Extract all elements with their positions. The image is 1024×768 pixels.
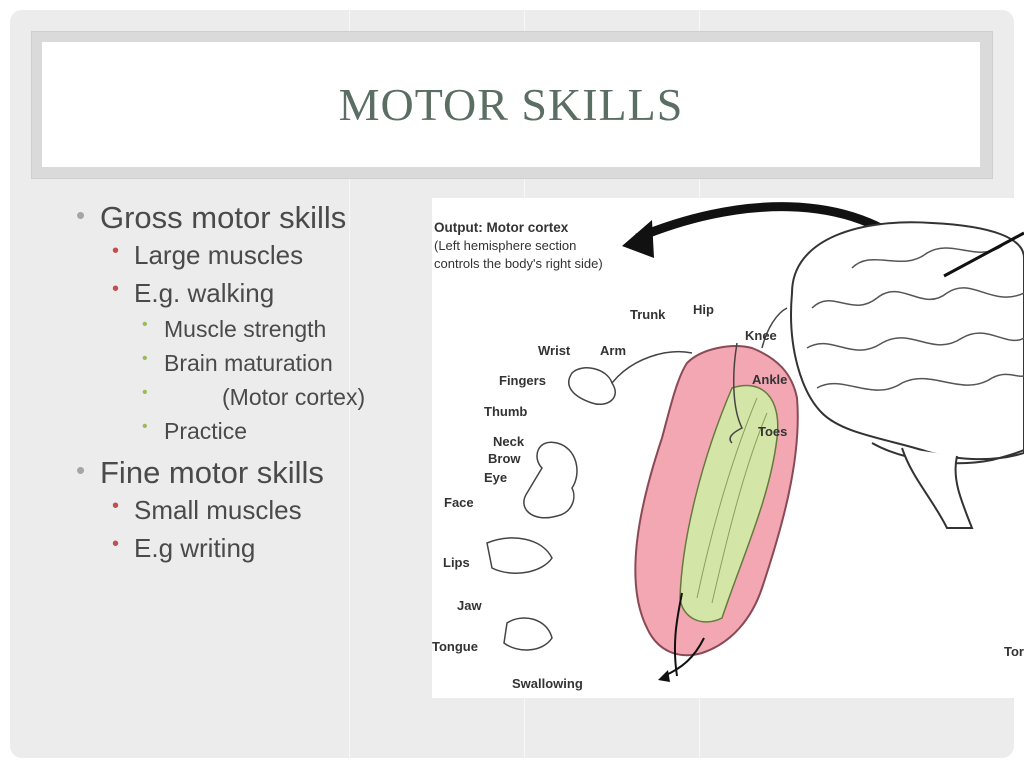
brain-fold — [811, 287, 1024, 309]
bullet-writing: •E.g writing — [112, 533, 256, 563]
label-neck: Neck — [493, 434, 525, 449]
bullet-walking: •E.g. walking — [112, 278, 275, 308]
bullet-list: •Gross motor skills •Large muscles •E.g.… — [70, 200, 430, 571]
homunculus-foot — [729, 342, 744, 444]
homunculus-lips — [486, 537, 553, 574]
bullet-dot: • — [142, 316, 148, 333]
homunculus-tongue — [503, 617, 553, 651]
bullet-brain-maturation: •Brain maturation — [142, 350, 333, 376]
background-stripe — [349, 10, 350, 758]
bullet-large-muscles: •Large muscles — [112, 240, 304, 270]
label-knee: Knee — [745, 328, 777, 343]
label-tongue: Tongue — [432, 639, 478, 654]
motor-cortex-illustration — [486, 202, 1024, 682]
slide-title: MOTOR SKILLS — [338, 79, 684, 130]
label-lips: Lips — [443, 555, 470, 570]
homunculus-leg — [761, 307, 788, 349]
cortex-green — [679, 384, 779, 623]
label-trunk: Trunk — [630, 307, 666, 322]
motor-cortex-diagram: Output: Motor cortex (Left hemisphere se… — [432, 198, 1024, 698]
label-hip: Hip — [693, 302, 714, 317]
label-swallowing: Swallowing — [512, 676, 583, 691]
bullet-practice: •Practice — [142, 418, 248, 444]
bullet-dot: • — [76, 455, 86, 485]
cerebellum-edge — [871, 442, 1024, 465]
bullet-fine-motor: •Fine motor skills — [76, 455, 324, 490]
output-arrow — [673, 592, 683, 677]
label-fingers: Fingers — [499, 373, 546, 388]
label-brow: Brow — [488, 451, 521, 466]
diagram-output-title: Output: Motor cortex — [434, 220, 569, 235]
homunculus-hand — [568, 367, 616, 405]
fiber-lines — [696, 397, 768, 604]
label-face: Face — [444, 495, 474, 510]
bullet-dot: • — [112, 278, 120, 300]
bullet-dot: • — [112, 533, 120, 555]
bullet-gross-motor: •Gross motor skills — [76, 200, 347, 235]
bullet-motor-cortex: •(Motor cortex) — [142, 384, 366, 410]
label-ankle: Ankle — [752, 372, 788, 387]
label-arm: Arm — [600, 343, 627, 358]
brain-outline — [790, 221, 1024, 461]
bullet-dot: • — [142, 350, 148, 367]
bullet-muscle-strength: •Muscle strength — [142, 316, 327, 342]
label-tor: Tor — [1004, 644, 1024, 659]
label-thumb: Thumb — [484, 404, 528, 419]
bullet-dot: • — [76, 200, 86, 230]
homunculus-arm — [611, 351, 693, 384]
brain-fold — [851, 245, 1003, 269]
label-toes: Toes — [758, 424, 788, 439]
brain-fold — [806, 332, 1024, 351]
label-eye: Eye — [484, 470, 508, 485]
diagram-output-line2: (Left hemisphere section — [434, 238, 577, 253]
label-jaw: Jaw — [457, 598, 482, 613]
output-arrow-head — [658, 670, 670, 682]
homunculus-face — [523, 441, 578, 519]
bullet-dot: • — [142, 384, 148, 401]
bullet-dot: • — [112, 495, 120, 517]
bullet-small-muscles: •Small muscles — [112, 495, 302, 525]
brain-fold — [816, 373, 1024, 391]
arrow-head — [622, 220, 654, 258]
slice-line — [943, 231, 1024, 278]
bullet-dot: • — [142, 418, 148, 435]
diagram-output-line3: controls the body's right side) — [434, 256, 603, 271]
brain-stem — [901, 447, 974, 529]
label-wrist: Wrist — [538, 343, 571, 358]
bullet-dot: • — [112, 240, 120, 262]
title-box: MOTOR SKILLS — [42, 42, 980, 167]
